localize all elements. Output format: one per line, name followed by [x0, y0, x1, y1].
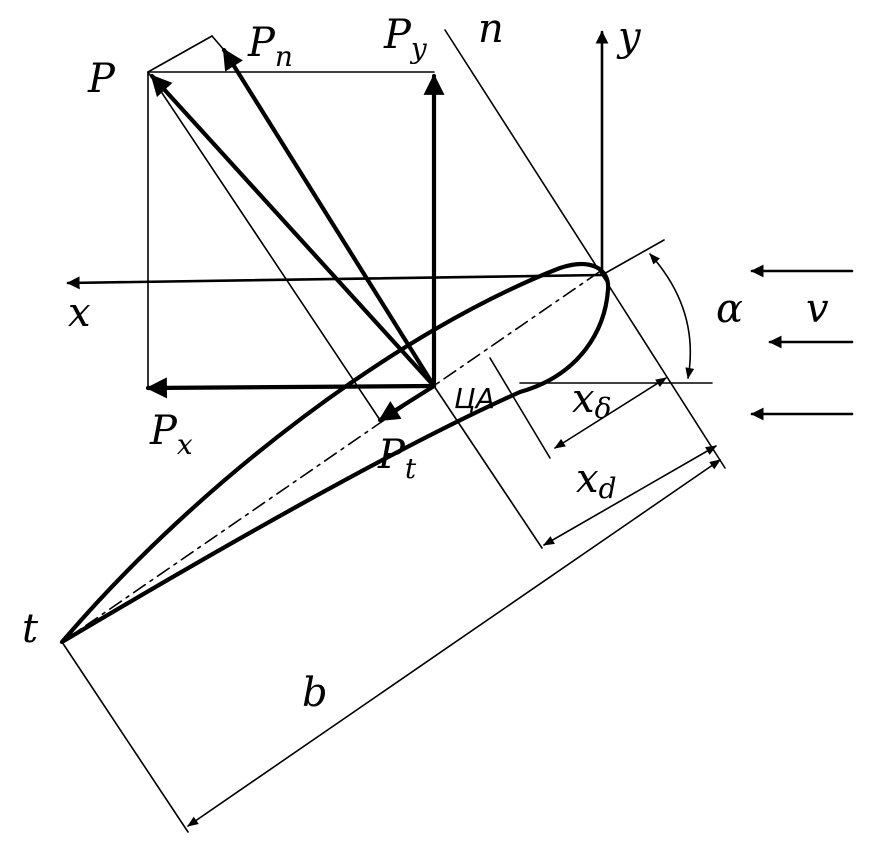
normal-line — [444, 29, 603, 276]
pn-arrow — [221, 47, 437, 389]
te-normal-extension — [61, 641, 189, 833]
pt-construction-line — [147, 71, 381, 421]
label-px: Px — [149, 408, 193, 461]
x-d-dimension — [543, 445, 717, 546]
px-arrow — [145, 377, 437, 399]
chord-length-dimension — [187, 459, 721, 827]
label-center-of-pressure: ЦА — [454, 382, 495, 415]
x-delta-dimension — [554, 377, 667, 449]
label-py: Py — [383, 12, 428, 65]
label-v: v — [806, 286, 829, 332]
label-alpha: α — [716, 286, 743, 332]
ct-normal-extension — [489, 357, 551, 459]
label-pn: Pn — [247, 20, 293, 73]
label-y: y — [616, 14, 642, 60]
label-t: t — [22, 606, 39, 652]
chord-line — [61, 269, 603, 643]
p-resultant-arrow — [149, 73, 437, 389]
le-normal-extension — [601, 274, 726, 469]
label-pt: Pt — [377, 432, 417, 485]
label-b: b — [302, 670, 328, 716]
pn-parallelogram-diag — [211, 35, 225, 51]
label-x-delta: xδ — [572, 376, 611, 425]
alpha-arc — [649, 253, 695, 380]
pn-parallelogram-top — [147, 35, 213, 73]
pt-arrow — [377, 383, 437, 423]
label-x-d: xd — [576, 456, 617, 505]
label-p: P — [87, 56, 116, 102]
label-x: x — [68, 290, 91, 336]
label-n: n — [478, 6, 504, 52]
le-normal-upper — [601, 239, 665, 276]
